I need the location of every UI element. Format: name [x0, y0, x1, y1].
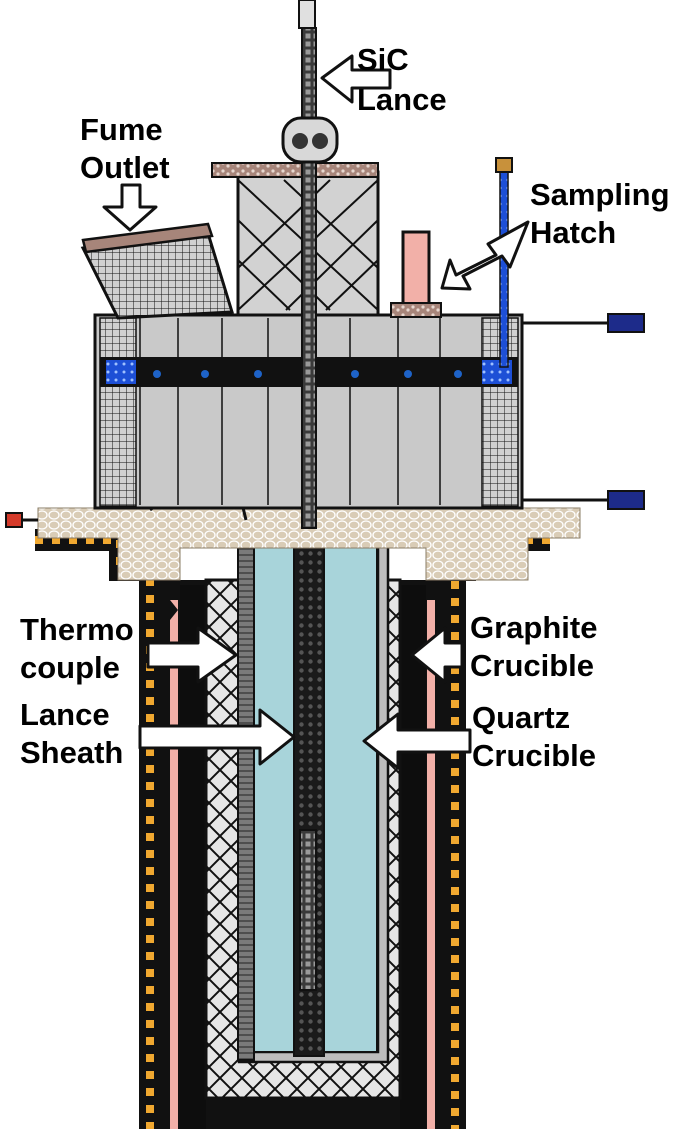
label-quartz-crucible: Quartz Crucible	[472, 700, 596, 773]
label-thermocouple-line1: Thermo	[20, 612, 134, 647]
label-fume-outlet: Fume Outlet	[80, 112, 170, 185]
arrow-fume-outlet	[102, 183, 158, 232]
heater-element-left	[158, 600, 166, 1129]
arrow-graphite-crucible	[410, 626, 464, 684]
sampling-hatch	[390, 230, 442, 318]
label-sampling-hatch: Sampling Hatch	[530, 177, 670, 250]
label-sic-lance-line2: Lance	[357, 82, 447, 117]
thermocouple-sheath	[237, 519, 255, 1061]
arrow-sic-lance	[320, 54, 392, 104]
label-fume-outlet-line2: Outlet	[80, 150, 170, 185]
label-graphite-crucible: Graphite Crucible	[470, 610, 597, 683]
fume-outlet	[80, 222, 234, 320]
refractory-wool-layer	[37, 507, 581, 581]
label-quartz-crucible-line2: Crucible	[472, 738, 596, 773]
label-graphite-crucible-line2: Crucible	[470, 648, 594, 683]
label-lance-sheath-line2: Sheath	[20, 735, 123, 770]
label-sampling-hatch-line1: Sampling	[530, 177, 670, 212]
label-sampling-hatch-line2: Hatch	[530, 215, 616, 250]
side-cable-bottom	[522, 490, 645, 510]
label-thermocouple: Thermo couple	[20, 612, 134, 685]
label-lance-sheath: Lance Sheath	[20, 697, 123, 770]
label-lance-sheath-line1: Lance	[20, 697, 110, 732]
arrow-quartz-crucible	[362, 712, 472, 770]
arrow-sampling-hatch	[440, 220, 530, 291]
label-sic-lance-line1: SiC	[357, 42, 409, 77]
label-graphite-crucible-line1: Graphite	[470, 610, 597, 645]
arrow-thermocouple	[146, 626, 238, 684]
insulation-right	[400, 585, 426, 1129]
thermocouple-connector-icon	[5, 512, 23, 528]
sampling-rod	[495, 157, 513, 368]
lance-clamp-icon	[281, 116, 339, 164]
side-cable-top	[522, 313, 645, 333]
chimney-brick-cap	[211, 162, 379, 178]
heater-pink-strips	[170, 600, 435, 1129]
label-sic-lance: SiC Lance	[357, 42, 447, 117]
arrow-lance-sheath	[138, 708, 296, 766]
label-quartz-crucible-line1: Quartz	[472, 700, 570, 735]
label-fume-outlet-line1: Fume	[80, 112, 163, 147]
label-thermocouple-line2: couple	[20, 650, 120, 685]
